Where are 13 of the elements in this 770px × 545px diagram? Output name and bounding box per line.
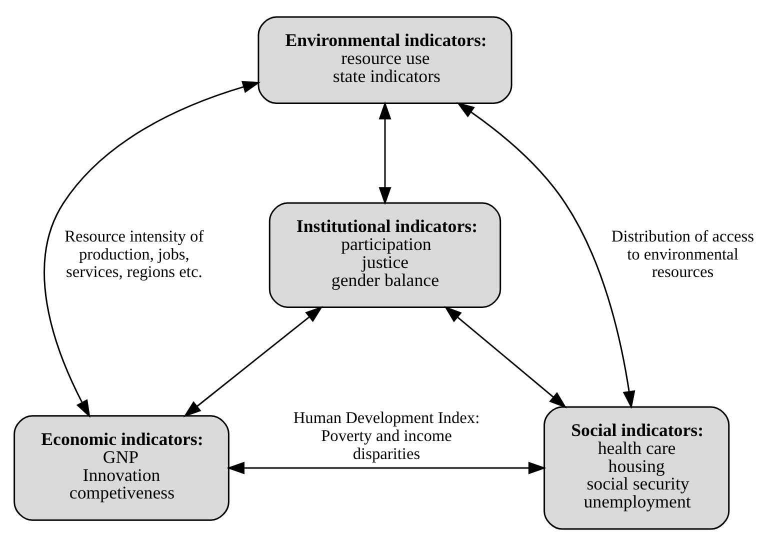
node-box: Economic indicators: GNP Innovation competiveness: [14, 414, 230, 520]
node-box: Environmental indicators: resource use state indicators: [258, 16, 512, 104]
node-box: Institutional indicators: participation justice gender balance: [268, 202, 502, 308]
arrow: [456, 102, 636, 408]
arrow: [444, 305, 567, 408]
arrow: [44, 80, 260, 418]
arrow: [183, 306, 323, 417]
node-box: Social indicators: health care housing social security unemployment: [544, 406, 730, 530]
edge-label: Human Development Index: Poverty and income disparities: [293, 408, 480, 462]
edge-label: Distribution of access to environmental resources: [611, 226, 754, 281]
edge-label: Resource intensity of production, jobs, services, regions etc.: [64, 226, 204, 281]
arrow: [378, 101, 392, 204]
arrow: [226, 461, 546, 474]
